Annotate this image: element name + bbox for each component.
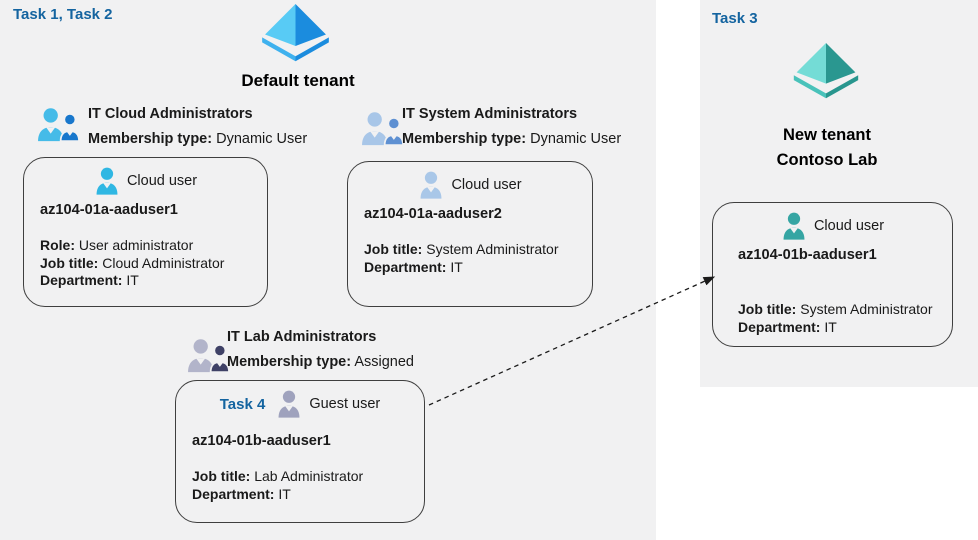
user-type-label: Guest user (309, 396, 381, 412)
user-type-header: Cloud user (24, 165, 267, 197)
group-membership: Membership type: Assigned (227, 354, 414, 370)
task-3-label: Task 3 (712, 10, 758, 27)
user-type-label: Cloud user (451, 177, 522, 193)
user-fields: Job title: System Administrator Departme… (738, 301, 933, 335)
user-box-aaduser1: Cloud user az104-01a-aaduser1 Role: User… (23, 157, 268, 307)
task-1-2-label: Task 1, Task 2 (13, 6, 113, 23)
user-fields: Job title: System Administrator Departme… (364, 241, 559, 275)
group-header-lab-admins: IT Lab Administrators Membership type: A… (227, 325, 414, 375)
user-box-newtenant-aaduser1: Cloud user az104-01b-aaduser1 Job title:… (712, 202, 953, 347)
new-tenant-title-line1: New tenant (782, 126, 871, 144)
new-tenant-title-line2: Contoso Lab (776, 151, 878, 169)
user-box-guest-aaduser1: Task 4 Guest user az104-01b-aaduser1 Job… (175, 380, 425, 523)
user-type-header: Cloud user (348, 169, 592, 201)
group-header-system-admins: IT System Administrators Membership type… (402, 102, 621, 152)
user-type-header: Cloud user (713, 210, 952, 242)
user-type-header: Task 4 Guest user (176, 388, 424, 420)
group-membership: Membership type: Dynamic User (88, 131, 308, 147)
user-type-label: Cloud user (126, 173, 198, 189)
username: az104-01a-aaduser2 (364, 206, 502, 222)
username: az104-01a-aaduser1 (40, 202, 178, 218)
default-tenant-panel (0, 0, 656, 540)
group-icon-lab-admins (188, 339, 230, 373)
group-icon-cloud-admins (38, 108, 80, 142)
group-name: IT System Administrators (402, 106, 578, 122)
person-icon-cloud-user (96, 167, 118, 195)
person-icon-cloud-user (420, 171, 442, 199)
user-fields: Job title: Lab Administrator Department:… (192, 468, 364, 502)
group-name: IT Cloud Administrators (88, 106, 253, 122)
username: az104-01b-aaduser1 (738, 247, 877, 263)
person-icon-cloud-user (783, 212, 805, 240)
group-header-cloud-admins: IT Cloud Administrators Membership type:… (88, 102, 307, 152)
group-icon-system-admins (362, 112, 404, 146)
user-fields: Role: User administrator Job title: Clou… (40, 237, 225, 288)
username: az104-01b-aaduser1 (192, 433, 331, 449)
person-icon-guest-user (278, 390, 300, 418)
group-name: IT Lab Administrators (227, 329, 377, 345)
group-membership: Membership type: Dynamic User (402, 131, 622, 147)
task-4-label: Task 4 (219, 395, 266, 413)
user-type-label: Cloud user (813, 218, 885, 234)
azure-ad-tenant-icon-teal (793, 43, 859, 99)
user-box-aaduser2: Cloud user az104-01a-aaduser2 Job title:… (347, 161, 593, 307)
new-tenant-title: New tenant Contoso Lab (752, 123, 902, 173)
azure-ad-tenant-icon-blue (262, 4, 329, 62)
default-tenant-title: Default tenant (241, 71, 355, 90)
